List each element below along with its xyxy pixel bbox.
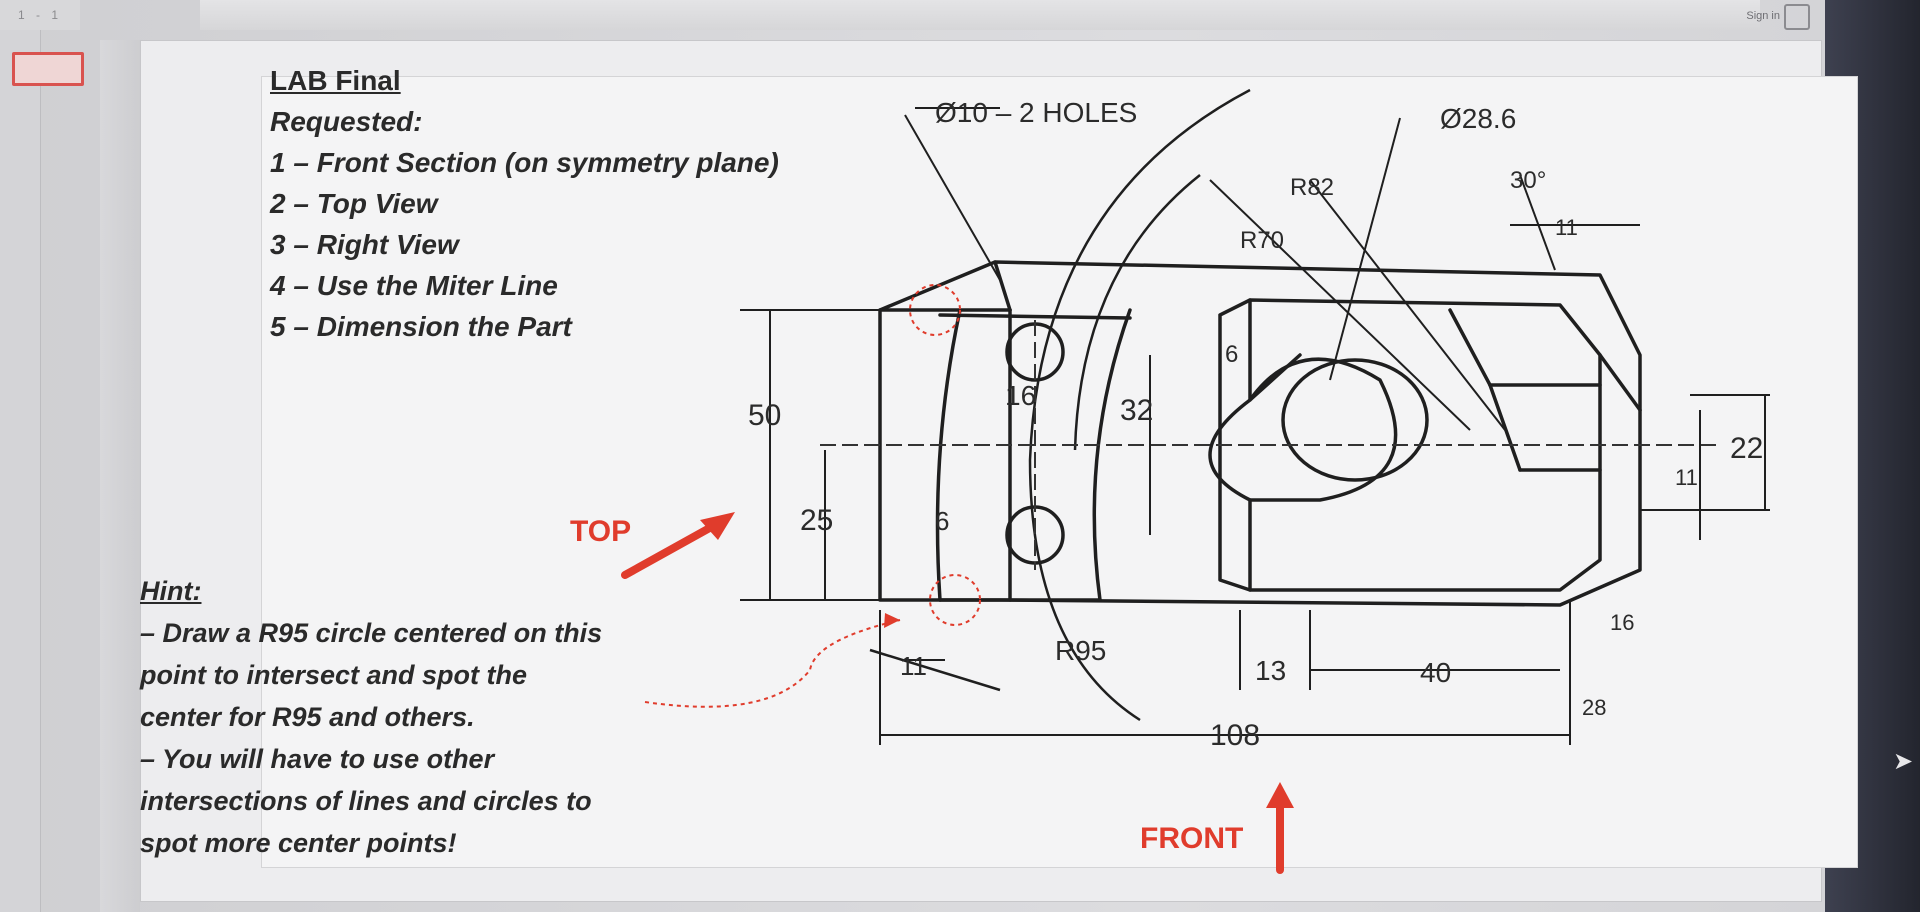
hint-line: spot more center points! xyxy=(140,828,457,858)
sign-in-link[interactable]: Sign in xyxy=(1746,10,1780,22)
hint-line: – Draw a R95 circle centered on this xyxy=(140,618,603,648)
dim-16: 16 xyxy=(1005,380,1036,411)
body-outline xyxy=(878,260,1642,607)
dim-40: 40 xyxy=(1420,657,1451,688)
lab-item: 2 – Top View xyxy=(270,188,438,219)
hint-line: intersections of lines and circles to xyxy=(140,786,592,816)
dim-108: 108 xyxy=(1210,719,1260,752)
lab-item: 5 – Dimension the Part xyxy=(270,311,572,342)
vertical-ruler[interactable] xyxy=(0,30,41,912)
lab-requested: Requested: xyxy=(270,106,423,137)
lab-item: 1 – Front Section (on symmetry plane) xyxy=(270,147,779,178)
dim-11-right: 11 xyxy=(1675,465,1698,490)
hint-line: – You will have to use other xyxy=(140,744,495,774)
slide-number-indicator: 1 - 1 xyxy=(0,0,80,30)
hint-text: Hint: – Draw a R95 circle centered on th… xyxy=(140,570,602,864)
dim-50: 50 xyxy=(748,399,781,432)
dim-22: 22 xyxy=(1730,432,1763,465)
account-icon[interactable] xyxy=(1784,4,1810,30)
lab-item: 3 – Right View xyxy=(270,229,459,260)
slide-vertical-ruler xyxy=(100,40,140,912)
dim-r70: R70 xyxy=(1240,227,1284,254)
dim-angle: 30° xyxy=(1510,167,1546,194)
dim-6a: 6 xyxy=(1225,341,1238,368)
dim-28: 28 xyxy=(1582,695,1606,720)
dim-11-top: 11 xyxy=(1555,215,1578,240)
hint-line: point to intersect and spot the xyxy=(140,660,528,690)
dim-r95: R95 xyxy=(1055,635,1106,666)
horizontal-ruler[interactable] xyxy=(200,0,1760,30)
front-view-label: FRONT xyxy=(1140,822,1244,855)
dim-holes: Ø10 – 2 HOLES xyxy=(935,97,1137,128)
hint-line: center for R95 and others. xyxy=(140,702,475,732)
dim-diameter: Ø28.6 xyxy=(1440,103,1516,134)
lab-title: LAB Final xyxy=(270,65,401,96)
dim-r82: R82 xyxy=(1290,174,1334,201)
arc-r82 xyxy=(1028,88,1251,722)
dim-6b: 6 xyxy=(935,506,949,536)
mouse-pointer-icon: ➤ xyxy=(1893,748,1914,775)
slide-thumbnail-selected[interactable] xyxy=(12,52,84,86)
top-view-label: TOP xyxy=(570,515,632,548)
dim-16b: 16 xyxy=(1610,610,1634,635)
dim-25: 25 xyxy=(800,504,833,537)
dim-11-bottom: 11 xyxy=(900,651,927,681)
dim-32: 32 xyxy=(1120,394,1153,427)
lab-instructions: LAB Final Requested: 1 – Front Section (… xyxy=(270,60,779,347)
dim-13: 13 xyxy=(1255,655,1286,686)
hint-title: Hint: xyxy=(140,576,202,606)
lab-item: 4 – Use the Miter Line xyxy=(270,270,558,301)
